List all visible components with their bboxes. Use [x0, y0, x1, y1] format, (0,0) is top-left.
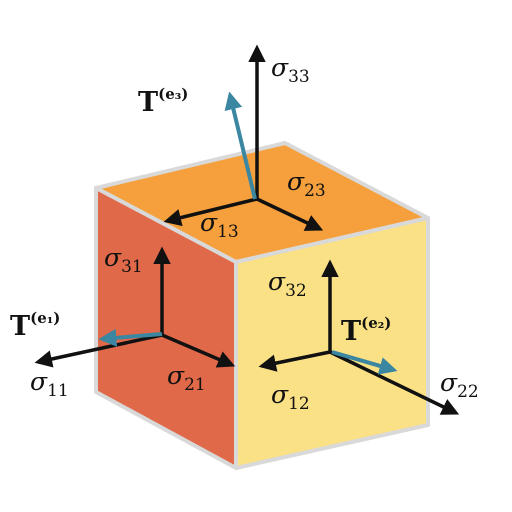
traction-e1-arrow — [98, 328, 163, 347]
arrow-sigma-12 — [258, 350, 331, 372]
label-sigma-21: σ21 — [167, 361, 206, 395]
arrow-sigma-13 — [163, 197, 258, 227]
traction-e3-arrow — [224, 91, 257, 200]
label-traction-e3: T(e₃) — [138, 85, 188, 118]
label-sigma-11: σ11 — [30, 367, 69, 401]
arrow-sigma-22 — [329, 350, 460, 415]
label-sigma-22: σ22 — [440, 368, 479, 402]
label-sigma-32: σ32 — [268, 267, 307, 301]
arrow-sigma-11 — [34, 333, 163, 368]
traction-e2-arrow — [331, 350, 398, 375]
label-sigma-31: σ31 — [104, 243, 143, 277]
label-sigma-12: σ12 — [271, 380, 310, 414]
label-traction-e2: T(e₂) — [341, 314, 391, 347]
label-sigma-23: σ23 — [287, 167, 326, 201]
label-sigma-13: σ13 — [200, 208, 239, 242]
cube-right-face — [234, 216, 430, 470]
label-sigma-33: σ33 — [271, 53, 310, 87]
arrow-sigma-21 — [161, 333, 236, 368]
label-traction-e1: T(e₁) — [10, 309, 60, 342]
arrow-sigma-23 — [256, 197, 324, 231]
